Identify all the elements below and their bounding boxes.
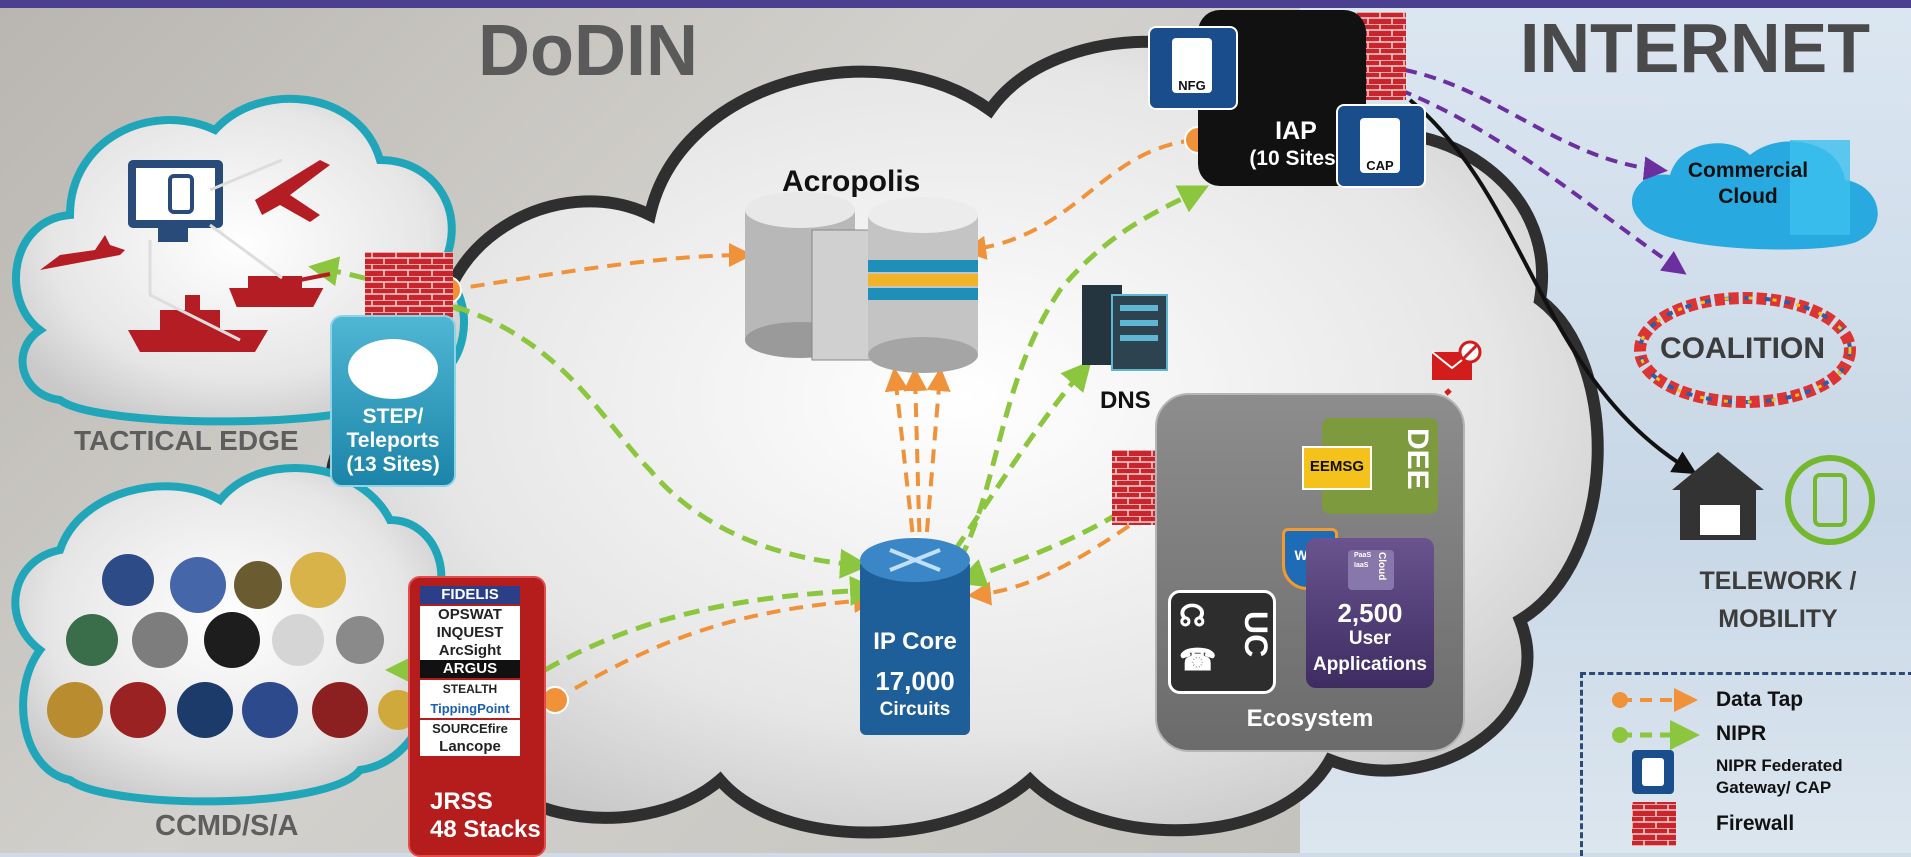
tactical-edge-label: TACTICAL EDGE — [74, 425, 299, 456]
vendor-sourcefire: SOURCEfire — [420, 720, 520, 738]
dee-label: DEE — [1401, 428, 1434, 490]
apps-label-1: User — [1348, 628, 1392, 649]
router-icon — [860, 538, 970, 735]
acropolis-label: Acropolis — [782, 165, 921, 198]
phone-icon: ☎ — [1179, 644, 1217, 677]
server-rack-icon — [1082, 285, 1168, 371]
computer-icon — [128, 160, 223, 242]
nfg-gateway[interactable]: NFG — [1148, 26, 1238, 110]
coalition-flag-ring — [1634, 292, 1856, 408]
apps-count: 2,500 — [1337, 598, 1403, 628]
satellite-dish-icon — [348, 339, 438, 399]
link-iap-telework — [1408, 98, 1697, 475]
eemsg-node[interactable]: EEMSG — [1302, 446, 1372, 490]
vendor-tippingpoint: TippingPoint — [420, 700, 520, 718]
nipr-step-core — [429, 297, 870, 579]
telework-label-2: MOBILITY — [1718, 605, 1838, 633]
top-bar — [0, 0, 1911, 8]
ip-core-count: 17,000 — [875, 666, 955, 696]
telework-label-1: TELEWORK / — [1699, 567, 1857, 595]
vendor-arcsight: ArcSight — [420, 642, 520, 660]
tap-iap-acropolis — [962, 138, 1196, 260]
jrss-label: JRSS — [430, 788, 493, 815]
ecosystem-label: Ecosystem — [1246, 705, 1374, 732]
ccmd-label: CCMD/S/A — [155, 810, 299, 842]
dns-label: DNS — [1100, 387, 1151, 414]
user-applications-node[interactable]: Cloud PaaS IaaS 2,500 User Applications — [1306, 538, 1434, 688]
tap-step-acropolis — [447, 243, 753, 292]
tap-core-acropolis-2 — [903, 367, 928, 556]
uc-label: UC — [1238, 611, 1274, 658]
link-iap-coalition — [1399, 88, 1687, 275]
legend-gateway-label-1: NIPR Federated — [1716, 756, 1843, 775]
legend-nipr-label: NIPR — [1716, 722, 1767, 745]
unified-communications-node[interactable]: ☊ ☎ UC — [1168, 590, 1276, 694]
nipr-core-iap — [957, 185, 1209, 562]
iap-label-1: IAP — [1275, 117, 1317, 145]
eemsg-label: EEMSG — [1309, 458, 1365, 475]
tap-ecosystem-core — [967, 511, 1150, 606]
ip-core-label: IP Core — [873, 628, 957, 655]
commercial-cloud-label-2: Cloud — [1718, 185, 1778, 208]
legend — [1580, 672, 1911, 856]
telework-node[interactable]: TELEWORK / MOBILITY — [1668, 562, 1888, 638]
headset-icon: ☊ — [1179, 600, 1206, 633]
database-icon — [745, 192, 978, 373]
vendor-lancope: Lancope — [420, 738, 520, 756]
internet-title: INTERNET — [1520, 9, 1870, 87]
tap-core-acropolis-1 — [884, 367, 917, 556]
vendor-fidelis: FIDELIS — [420, 586, 520, 604]
tap-jrss-core — [553, 589, 878, 702]
vendor-argus: ARGUS — [420, 660, 520, 678]
apps-cloud-label: Cloud — [1376, 552, 1387, 581]
house-icon — [1672, 452, 1764, 540]
legend-firewall-label: Firewall — [1716, 812, 1795, 835]
legend-marks — [1612, 688, 1700, 794]
mobile-gear-icon — [1785, 455, 1875, 545]
vendor-opswat: OPSWAT — [420, 606, 520, 624]
step-label-3: (13 Sites) — [346, 453, 440, 476]
commercial-cloud-node[interactable]: Commercial Cloud — [1668, 158, 1828, 210]
apps-iaas-label: IaaS — [1354, 562, 1369, 569]
tank-icon — [229, 272, 331, 307]
drone-icon — [40, 235, 125, 270]
coalition-label[interactable]: COALITION — [1660, 332, 1825, 365]
jrss-stacks: 48 Stacks — [430, 816, 541, 843]
nipr-core-dns — [952, 360, 1092, 552]
step-label-1: STEP/ — [362, 405, 424, 428]
ip-core-unit: Circuits — [879, 699, 951, 720]
firewall-legend — [1632, 802, 1676, 846]
nfg-badge: NFG — [1178, 78, 1206, 93]
commercial-cloud-shape — [1631, 140, 1878, 250]
legend-data-tap-label: Data Tap — [1716, 688, 1804, 711]
apps-label-2: Applications — [1312, 654, 1427, 675]
cap-gateway[interactable]: CAP — [1336, 104, 1426, 188]
jet-icon — [255, 160, 330, 222]
tap-core-acropolis-3 — [923, 367, 951, 556]
commercial-cloud-label-1: Commercial — [1687, 159, 1809, 182]
step-label-2: Teleports — [346, 429, 440, 452]
cap-badge: CAP — [1366, 158, 1394, 173]
envelope-icon — [1431, 340, 1482, 380]
legend-gateway-label-2: Gateway/ CAP — [1716, 778, 1832, 797]
dodin-title: DoDIN — [478, 11, 698, 91]
step-teleports-node[interactable]: STEP/ Teleports (13 Sites) — [330, 315, 456, 487]
apps-paas-label: PaaS — [1354, 552, 1372, 559]
iap-label-2: (10 Sites) — [1249, 147, 1343, 170]
data-tap-links — [447, 138, 1196, 702]
vendor-inquest: INQUEST — [420, 624, 520, 642]
ip-core-node[interactable]: IP Core 17,000 Circuits — [860, 628, 970, 721]
